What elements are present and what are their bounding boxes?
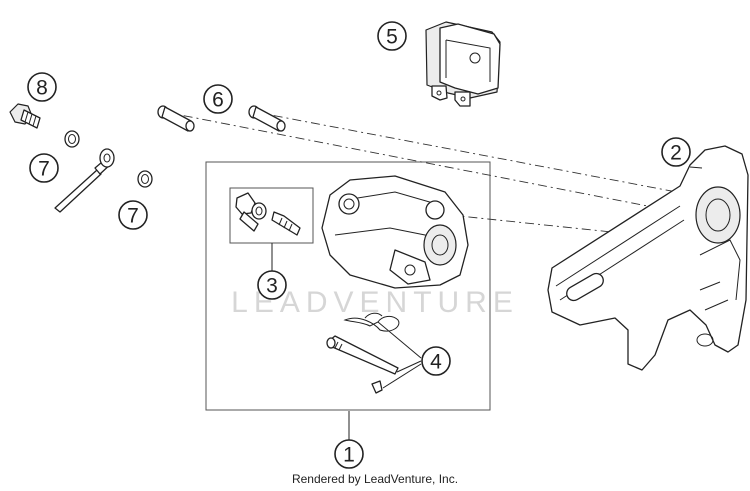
callout-5: 5 — [377, 21, 407, 51]
caliper-body — [321, 175, 469, 289]
callout-7-top: 7 — [29, 153, 59, 183]
pin-and-clips — [326, 312, 400, 394]
caliper-assembly-frame — [205, 161, 491, 411]
brake-pads — [425, 21, 501, 107]
sealing-washer-top — [64, 130, 80, 148]
caliper-pins — [157, 105, 286, 132]
callout-2-label: 2 — [670, 142, 682, 165]
caliper-bracket — [547, 145, 749, 371]
callout-2: 2 — [661, 137, 691, 167]
callout-7-bottom-label: 7 — [127, 205, 139, 228]
callout-8: 8 — [27, 72, 57, 102]
callout-5-label: 5 — [386, 26, 398, 49]
callout-3-label: 3 — [266, 275, 278, 298]
callout-6: 6 — [203, 84, 233, 114]
callout-6-label: 6 — [212, 89, 224, 112]
callout-1-label: 1 — [343, 444, 355, 467]
callout-7-top-label: 7 — [38, 158, 50, 181]
bleeder-valve-kit — [235, 192, 301, 236]
callout-1: 1 — [334, 439, 364, 469]
render-credit: Rendered by LeadVenture, Inc. — [291, 472, 459, 486]
callout-3: 3 — [257, 270, 287, 300]
sealing-washer-bottom — [137, 170, 153, 188]
callout-8-label: 8 — [36, 77, 48, 100]
banjo-bolt — [9, 103, 41, 129]
callout-4: 4 — [421, 346, 451, 376]
brake-hose — [54, 148, 115, 213]
leader-lines — [271, 166, 703, 440]
callout-4-label: 4 — [430, 351, 442, 374]
callout-7-bottom: 7 — [118, 200, 148, 230]
